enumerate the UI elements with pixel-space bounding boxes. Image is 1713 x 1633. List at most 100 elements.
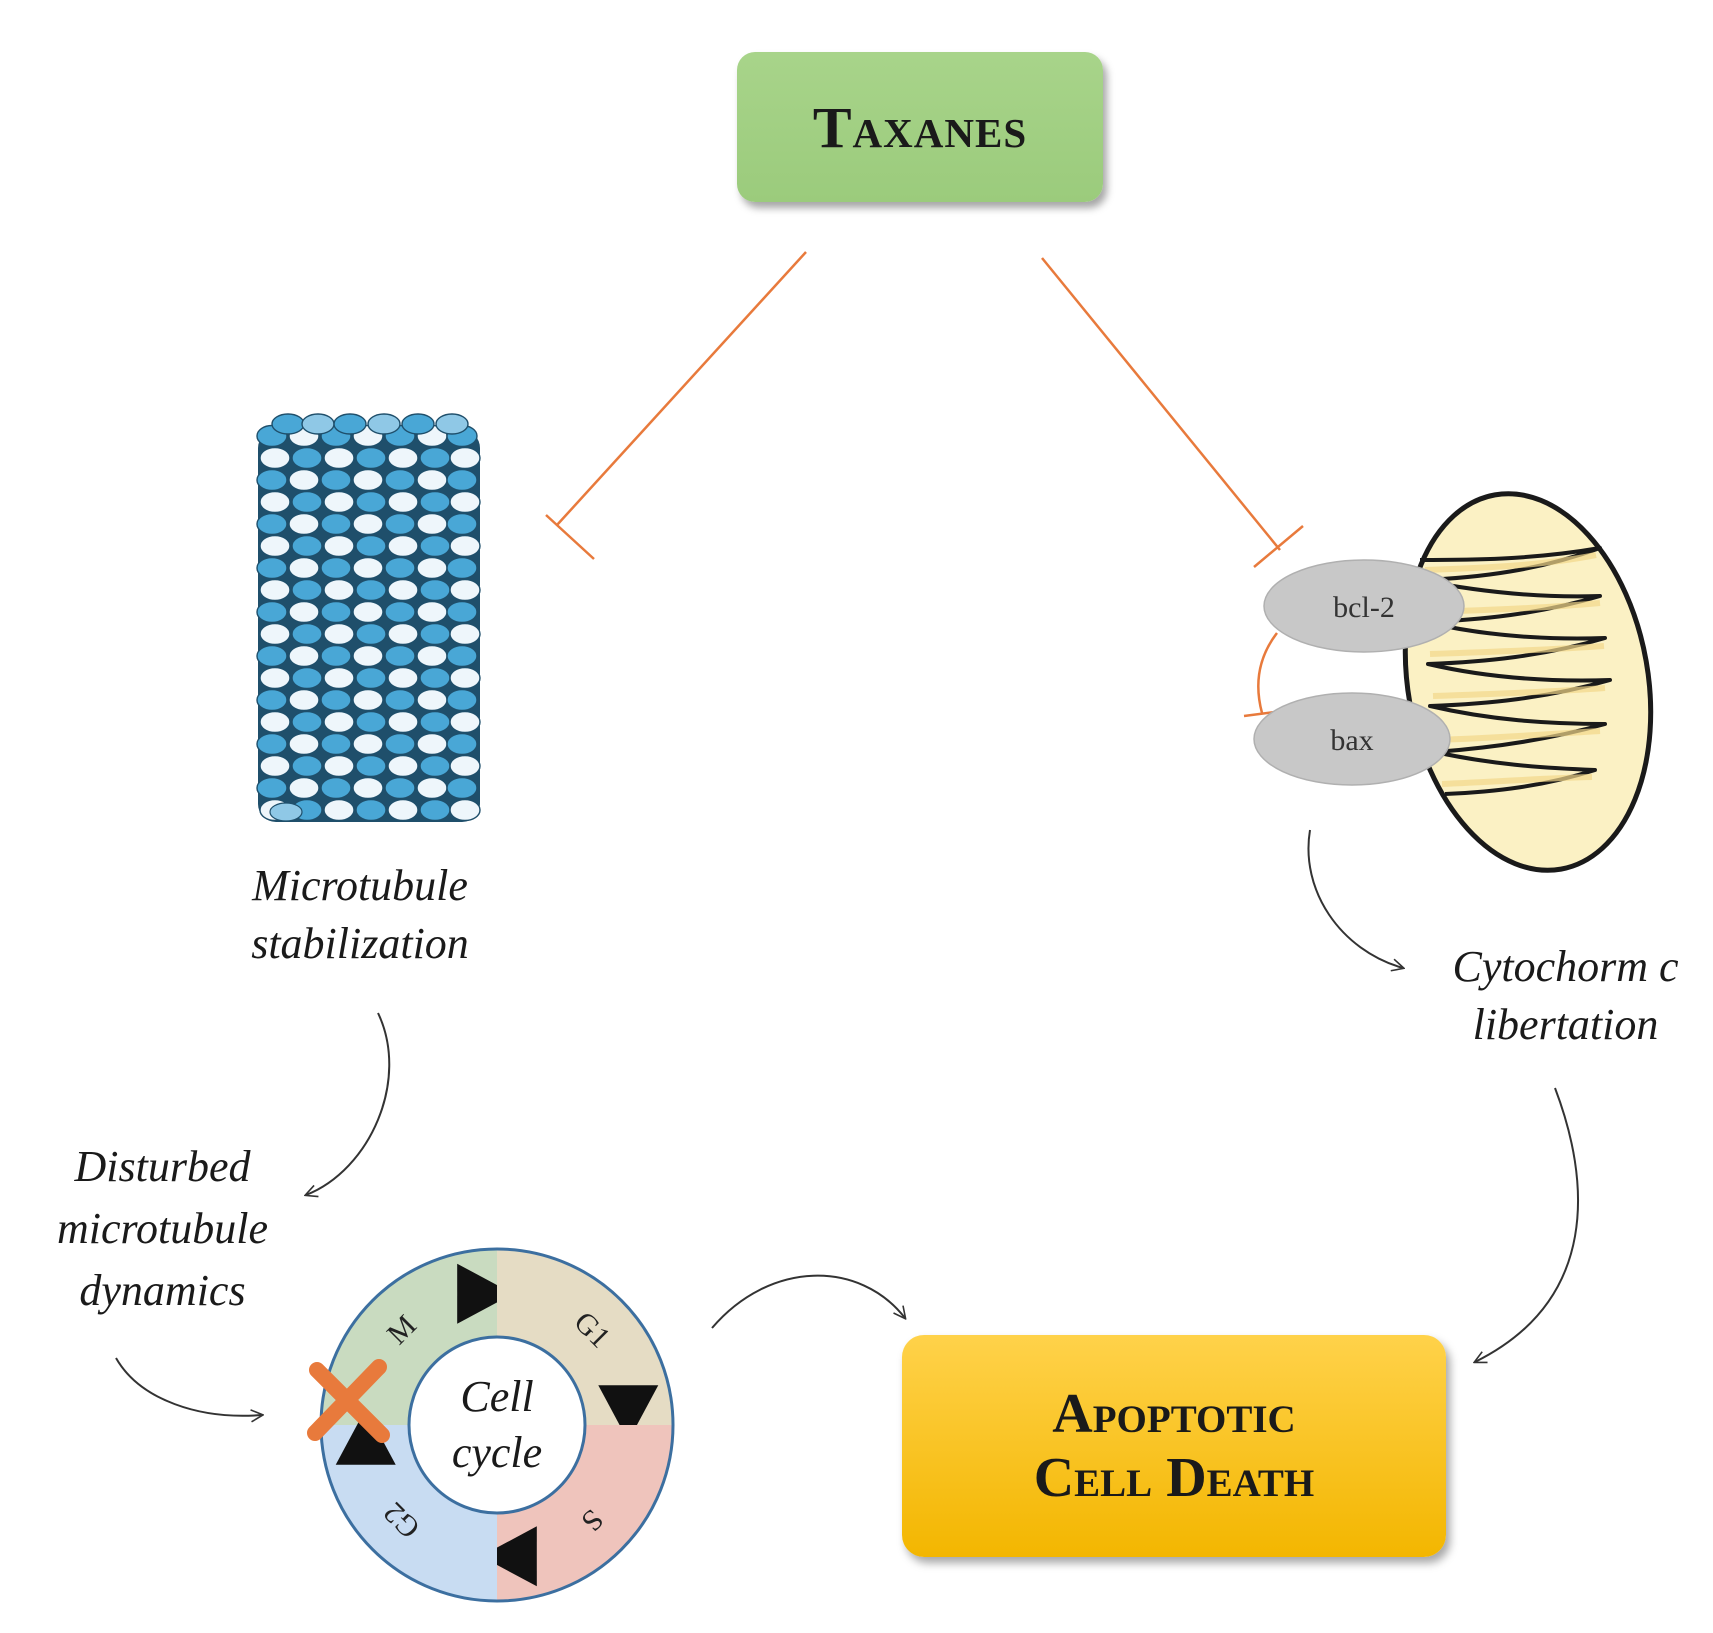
tubulin-subunit xyxy=(384,644,416,668)
tubulin-subunit xyxy=(288,776,320,800)
tubulin-subunit xyxy=(320,776,352,800)
tubulin-subunit xyxy=(323,446,355,470)
tubulin-subunit xyxy=(449,622,481,646)
arrow-cellcycle-to-apoptosis xyxy=(711,1274,905,1329)
tubulin-subunit xyxy=(446,732,478,756)
tubulin-subunit xyxy=(355,534,387,558)
tubulin-subunit xyxy=(352,556,384,580)
tubulin-subunit xyxy=(387,666,419,690)
tubulin-subunit xyxy=(449,754,481,778)
tubulin-subunit xyxy=(288,688,320,712)
microtubule-illustration xyxy=(256,413,481,822)
tubulin-subunit xyxy=(449,666,481,690)
tubulin-subunit xyxy=(288,556,320,580)
tubulin-subunit xyxy=(387,446,419,470)
tubulin-subunit xyxy=(259,578,291,602)
cycle-phase-label: S xyxy=(575,1503,610,1538)
cell-cycle-label-1: Cell xyxy=(460,1372,533,1421)
tubulin-subunit xyxy=(288,732,320,756)
tubulin-subunit xyxy=(384,600,416,624)
tubulin-subunit xyxy=(320,600,352,624)
tubulin-subunit xyxy=(352,644,384,668)
tubulin-subunit xyxy=(416,644,448,668)
tubulin-subunit xyxy=(384,424,416,448)
bcl2-protein: bcl-2 xyxy=(1263,559,1465,653)
tubulin-subunit xyxy=(291,622,323,646)
tubulin-subunit xyxy=(419,710,451,734)
tubulin-subunit xyxy=(320,732,352,756)
tubulin-subunit xyxy=(259,710,291,734)
tubulin-subunit xyxy=(256,776,288,800)
tubulin-subunit xyxy=(256,644,288,668)
tubulin-subunit xyxy=(387,710,419,734)
tubulin-subunit xyxy=(256,732,288,756)
tubulin-subunit xyxy=(291,446,323,470)
cycle-block-x-icon xyxy=(307,1359,390,1443)
tubulin-subunit xyxy=(384,468,416,492)
tubulin-subunit xyxy=(288,644,320,668)
tubulin-subunit xyxy=(419,446,451,470)
tubulin-subunit xyxy=(352,468,384,492)
tubulin-subunit xyxy=(446,776,478,800)
inhibition-bcl2-to-bax xyxy=(1243,632,1278,718)
tubulin-subunit xyxy=(416,468,448,492)
cycle-transition-marker xyxy=(598,1385,659,1442)
tubulin-subunit xyxy=(387,534,419,558)
tubulin-subunit xyxy=(288,424,320,448)
tubulin-subunit xyxy=(449,446,481,470)
tubulin-subunit xyxy=(256,600,288,624)
tubulin-subunit xyxy=(387,490,419,514)
tubulin-subunit xyxy=(291,490,323,514)
cycle-phase-g1 xyxy=(497,1249,673,1425)
tubulin-subunit xyxy=(449,578,481,602)
tubulin-subunit xyxy=(259,798,291,822)
tubulin-subunit xyxy=(256,424,288,448)
tubulin-subunit xyxy=(320,468,352,492)
cycle-transition-marker xyxy=(480,1526,537,1587)
tubulin-subunit xyxy=(419,534,451,558)
tubulin-subunit xyxy=(355,710,387,734)
cell-cycle-label-2: cycle xyxy=(452,1428,542,1477)
cycle-phase-label: M xyxy=(381,1309,423,1351)
tubulin-subunit xyxy=(419,666,451,690)
tubulin-subunit xyxy=(419,578,451,602)
tubulin-subunit xyxy=(256,688,288,712)
tubulin-subunit xyxy=(416,776,448,800)
tubulin-subunit xyxy=(416,688,448,712)
tubulin-subunit xyxy=(387,622,419,646)
mitochondrion-illustration xyxy=(1402,491,1654,873)
tubulin-subunit xyxy=(449,534,481,558)
bax-protein: bax xyxy=(1253,692,1451,786)
tubulin-subunit xyxy=(355,666,387,690)
tubulin-subunit xyxy=(259,666,291,690)
tubulin-subunit xyxy=(323,534,355,558)
arrow-mitochondria-to-cytochrome xyxy=(1307,829,1403,968)
tubulin-subunit xyxy=(416,512,448,536)
tubulin-subunit xyxy=(320,424,352,448)
tubulin-subunit xyxy=(291,710,323,734)
apoptosis-line-1: Apoptotic xyxy=(1052,1383,1296,1445)
tubulin-subunit xyxy=(288,468,320,492)
tubulin-subunit xyxy=(446,512,478,536)
tubulin-subunit xyxy=(291,798,323,822)
tubulin-subunit xyxy=(446,468,478,492)
tubulin-subunit xyxy=(320,688,352,712)
tubulin-subunit xyxy=(419,622,451,646)
tubulin-subunit xyxy=(355,446,387,470)
tubulin-subunit xyxy=(352,732,384,756)
tubulin-subunit xyxy=(416,732,448,756)
tubulin-subunit xyxy=(355,754,387,778)
cycle-phase-m xyxy=(321,1249,497,1425)
tubulin-subunit xyxy=(256,556,288,580)
tubulin-subunit xyxy=(416,556,448,580)
tubulin-subunit xyxy=(387,578,419,602)
cycle-phase-s xyxy=(497,1425,673,1601)
tubulin-subunit xyxy=(320,644,352,668)
cycle-phase-label: G1 xyxy=(568,1305,617,1354)
tubulin-subunit xyxy=(446,688,478,712)
tubulin-subunit xyxy=(323,578,355,602)
tubulin-subunit xyxy=(323,622,355,646)
bcl2-label: bcl-2 xyxy=(1333,591,1395,624)
tubulin-subunit xyxy=(259,490,291,514)
